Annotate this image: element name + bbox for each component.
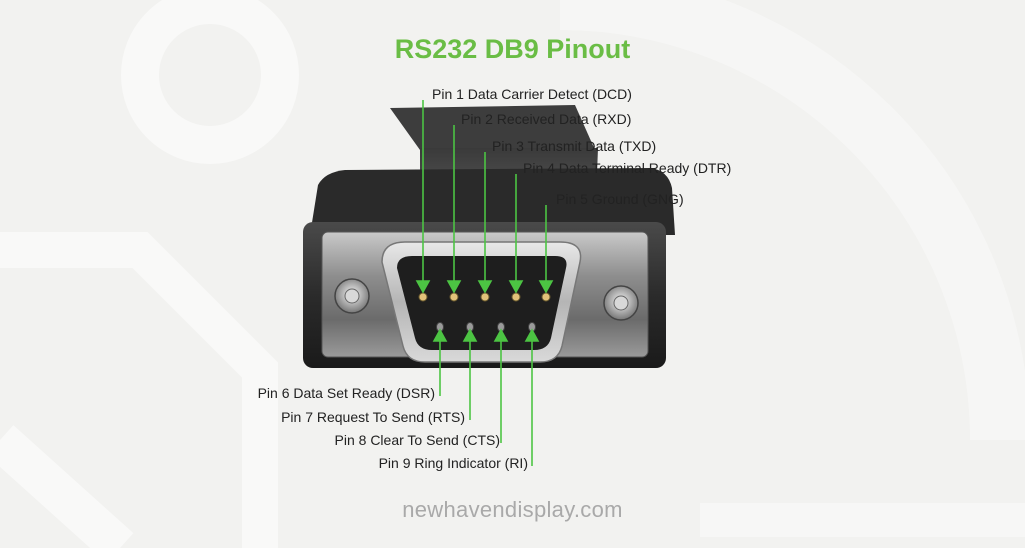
pin-4-label: Pin 4 Data Terminal Ready (DTR) [523,160,732,176]
pin-9-label: Pin 9 Ring Indicator (RI) [378,455,528,471]
pin-5-label: Pin 5 Ground (GNG) [556,191,684,207]
pin-1-label: Pin 1 Data Carrier Detect (DCD) [432,86,632,102]
pin-2-label: Pin 2 Received Data (RXD) [461,111,632,127]
pin-8-label: Pin 8 Clear To Send (CTS) [334,432,500,448]
website-watermark: newhavendisplay.com [402,497,623,522]
bottom-pin-row [436,322,536,332]
pin-leader-lines [415,100,554,466]
pin-6-label: Pin 6 Data Set Ready (DSR) [257,385,435,401]
diagram-title: RS232 DB9 Pinout [394,34,631,64]
top-pin-row [418,292,551,302]
pin-3-label: Pin 3 Transmit Data (TXD) [492,138,657,154]
db9-connector [303,105,675,368]
pin-7-label: Pin 7 Request To Send (RTS) [281,409,465,425]
